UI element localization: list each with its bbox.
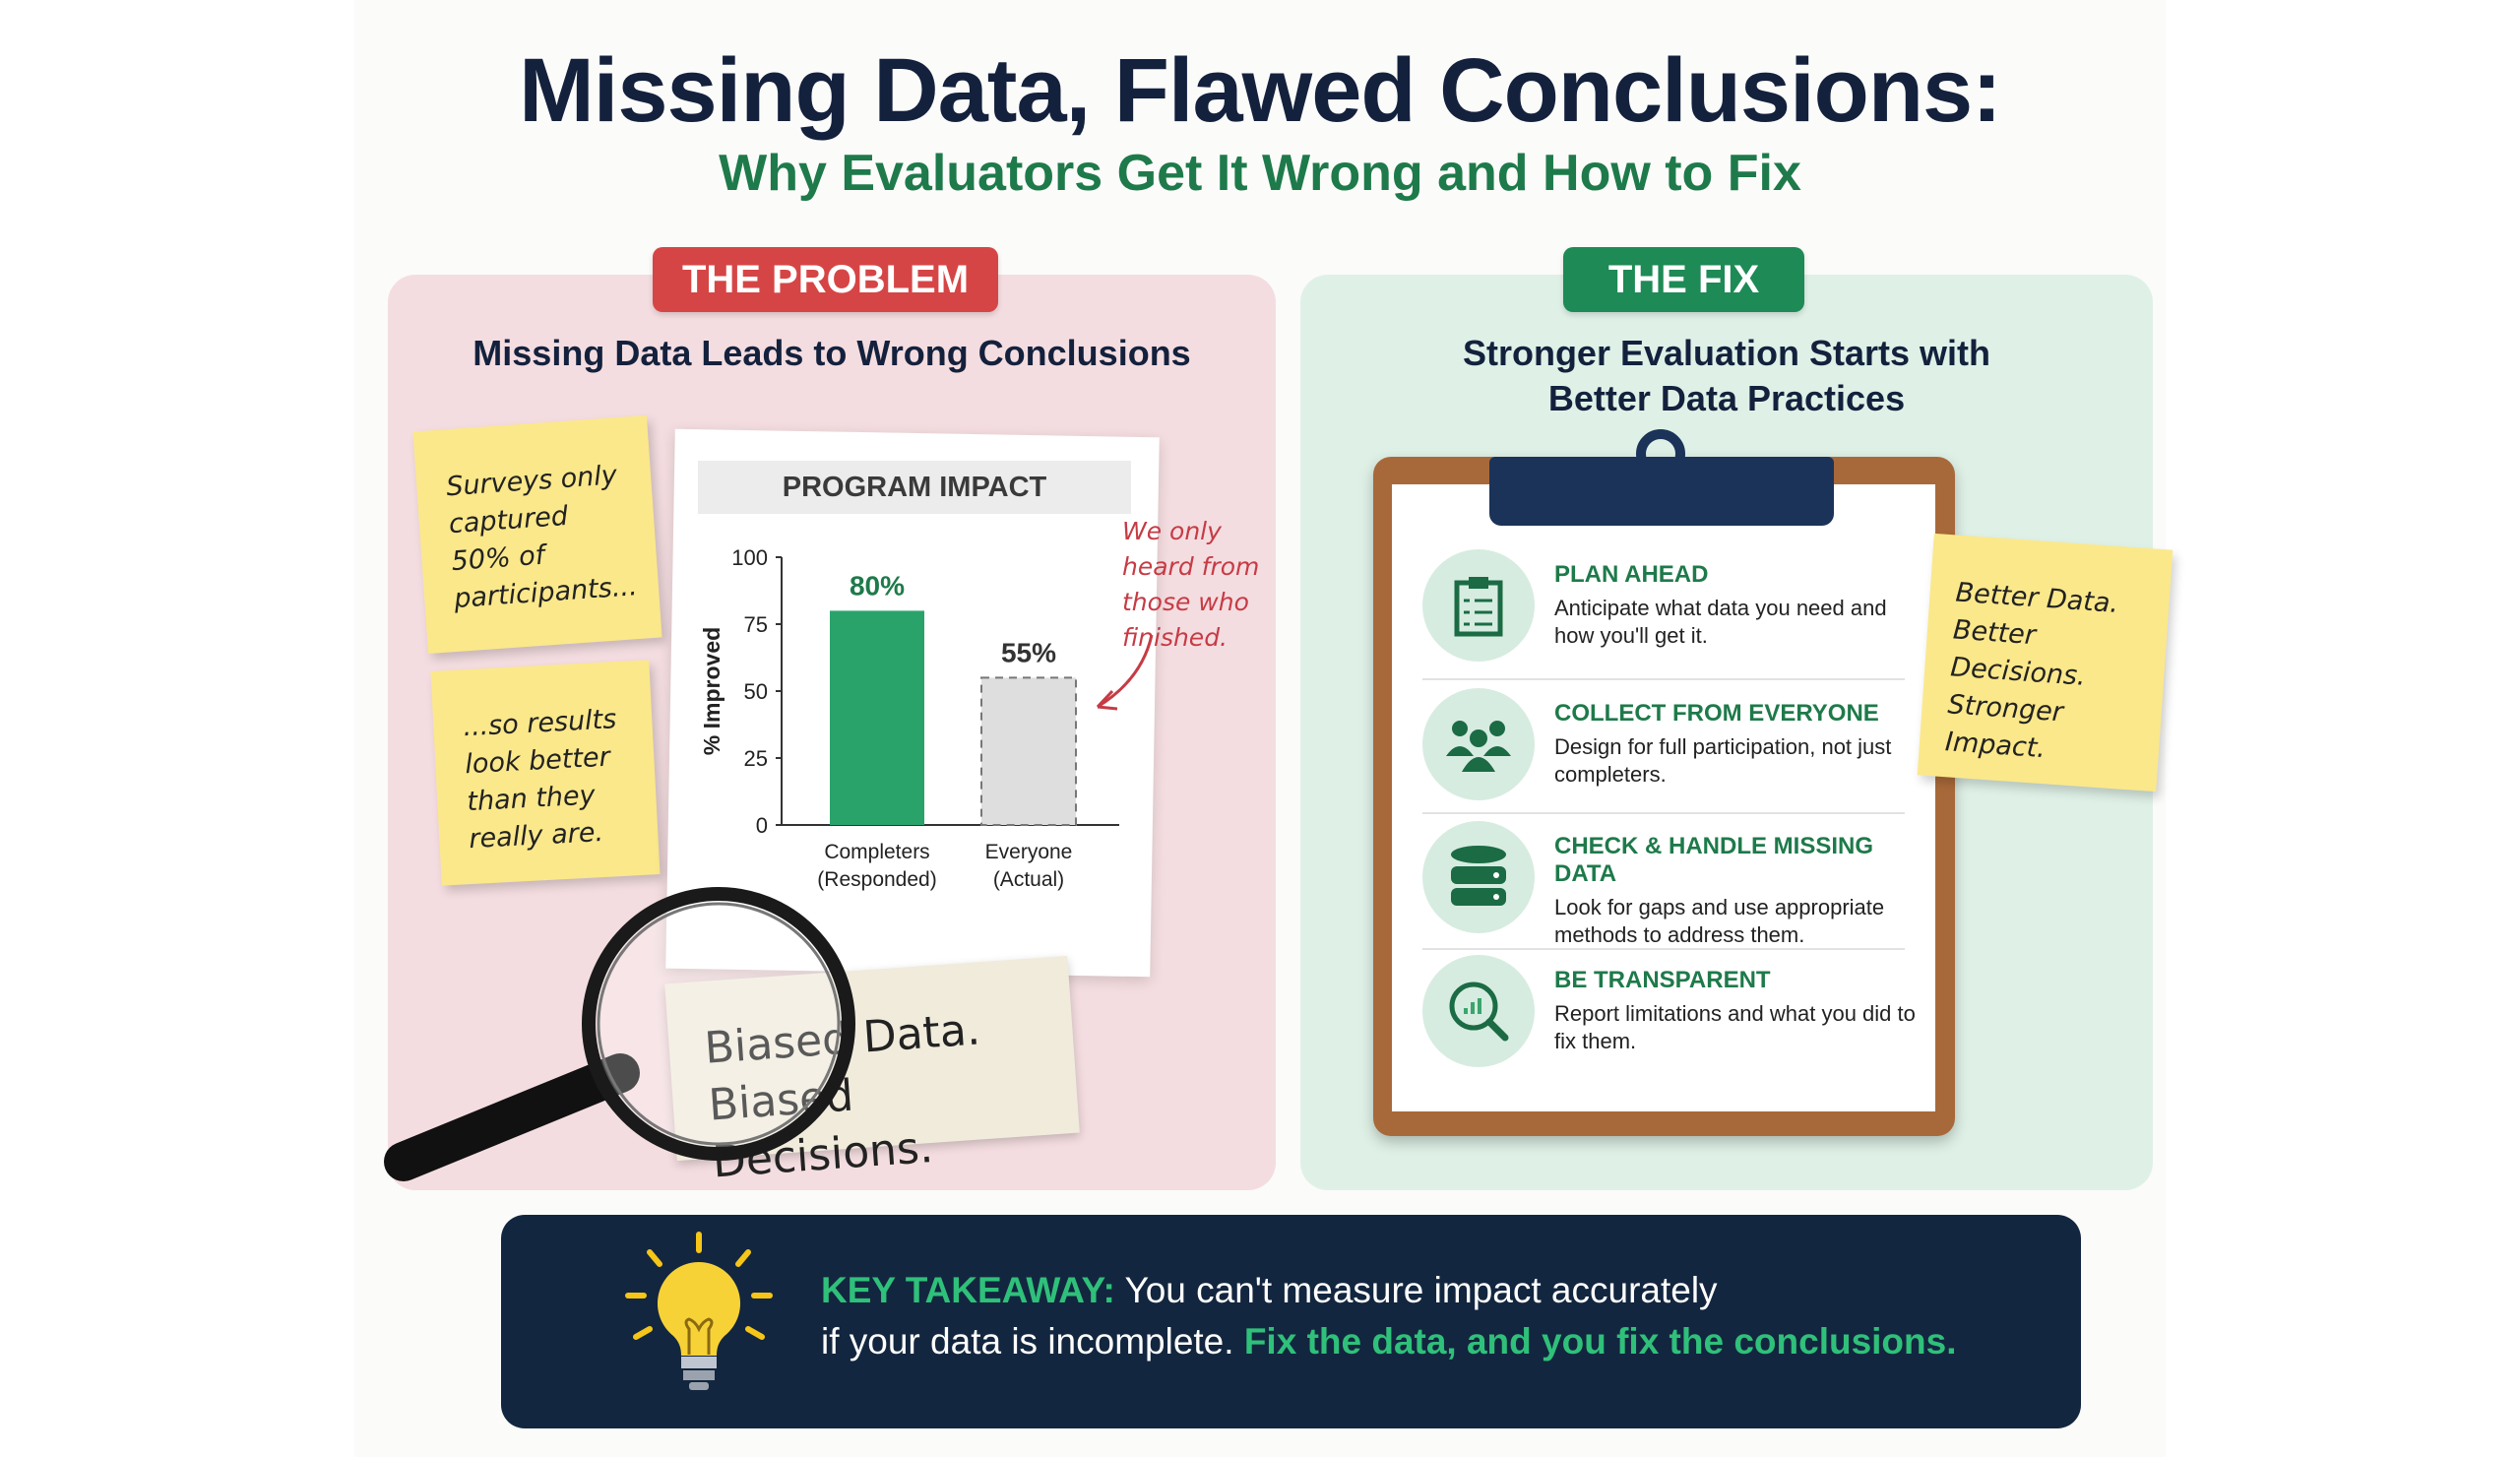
bar xyxy=(980,676,1077,826)
problem-heading: Missing Data Leads to Wrong Conclusions xyxy=(472,333,1191,373)
x-tick-label: (Actual) xyxy=(993,868,1064,891)
item-title: CHECK & HANDLE MISSING DATA xyxy=(1554,833,1874,887)
divider xyxy=(1422,948,1905,950)
magnifying-glass-icon xyxy=(384,887,855,1181)
y-tick-label: 50 xyxy=(744,679,768,704)
data-label: 55% xyxy=(1001,637,1056,667)
takeaway-text-1: You can't measure impact accurately xyxy=(1124,1270,1718,1310)
sticky-line-2: Better Decisions. xyxy=(1949,614,2087,692)
y-axis-label: % Improved xyxy=(699,627,724,755)
chart-title-bar xyxy=(698,461,1131,514)
chart-title: PROGRAM IMPACT xyxy=(783,472,1047,503)
y-tick-label: 25 xyxy=(744,746,768,771)
x-tick-label: Completers xyxy=(824,841,929,863)
takeaway-highlight: Fix the data, and you fix the conclusion… xyxy=(1243,1321,1957,1362)
x-tick-label: (Responded) xyxy=(817,868,936,891)
bar xyxy=(830,610,924,825)
item-title: BE TRANSPARENT xyxy=(1554,967,1771,993)
page-title: Missing Data, Flawed Conclusions: xyxy=(519,40,2002,141)
fix-heading-line-2: Better Data Practices xyxy=(1547,378,1906,418)
item-desc: Report limitations and what you did to f… xyxy=(1554,1001,1916,1053)
page-subtitle: Why Evaluators Get It Wrong and How to F… xyxy=(719,145,1801,202)
item-desc: Anticipate what data you need and how yo… xyxy=(1554,596,1887,648)
takeaway-line-1: KEY TAKEAWAY: You can't measure impact a… xyxy=(821,1270,1718,1311)
item-title: PLAN AHEAD xyxy=(1554,561,1709,588)
fix-item-plan-ahead: PLAN AHEAD Anticipate what data you need … xyxy=(1422,541,1895,669)
sticky-note-fix: Better Data. Better Decisions. Stronger … xyxy=(1917,533,2174,792)
item-desc: Look for gaps and use appropriate method… xyxy=(1554,895,1885,947)
y-tick-label: 75 xyxy=(744,612,768,637)
fix-item-transparent: BE TRANSPARENT Report limitations and wha… xyxy=(1422,947,1916,1075)
takeaway-line-2: if your data is incomplete. Fix the data… xyxy=(821,1321,1957,1362)
sticky-line-3: Stronger Impact. xyxy=(1944,689,2064,765)
clipboard-clip xyxy=(1489,457,1834,526)
database-icon xyxy=(1422,821,1535,933)
fix-item-collect: COLLECT FROM EVERYONE Design for full par… xyxy=(1422,680,1895,808)
problem-badge: THE PROBLEM xyxy=(653,247,998,312)
magnify-chart-icon xyxy=(1422,955,1535,1067)
x-tick-label: Everyone xyxy=(985,841,1073,863)
fix-item-check: CHECK & HANDLE MISSING DATA Look for gaps… xyxy=(1422,813,1895,947)
item-desc: Design for full participation, not just … xyxy=(1554,734,1892,787)
group-icon xyxy=(1422,688,1535,800)
chart-annotation: We only heard from those who finished. xyxy=(1122,517,1260,652)
fix-heading: Stronger Evaluation Starts with Better D… xyxy=(1300,331,2153,421)
item-title: COLLECT FROM EVERYONE xyxy=(1554,700,1879,727)
program-impact-chart: PROGRAM IMPACT 0 25 50 75 100 % Improved 80% Com… xyxy=(698,461,1131,891)
y-tick-label: 0 xyxy=(756,813,768,838)
divider xyxy=(1422,678,1905,680)
sticky-note-2: ...so results look better than they real… xyxy=(430,660,661,886)
sticky-note-1: Surveys only captured 50% of participant… xyxy=(412,414,662,655)
lightbulb-icon xyxy=(625,1232,773,1390)
fix-badge: THE FIX xyxy=(1563,247,1804,312)
y-tick-label: 100 xyxy=(731,545,768,570)
annotation-arrow-icon xyxy=(1096,634,1154,711)
divider xyxy=(1422,812,1905,814)
key-takeaway-banner xyxy=(501,1215,2081,1428)
takeaway-label: KEY TAKEAWAY: xyxy=(821,1270,1115,1310)
clipboard-checklist-icon xyxy=(1422,549,1535,662)
fix-heading-line-1: Stronger Evaluation Starts with xyxy=(1462,333,1991,373)
data-label: 80% xyxy=(850,570,905,601)
takeaway-text-2: if your data is incomplete. xyxy=(821,1321,1234,1362)
